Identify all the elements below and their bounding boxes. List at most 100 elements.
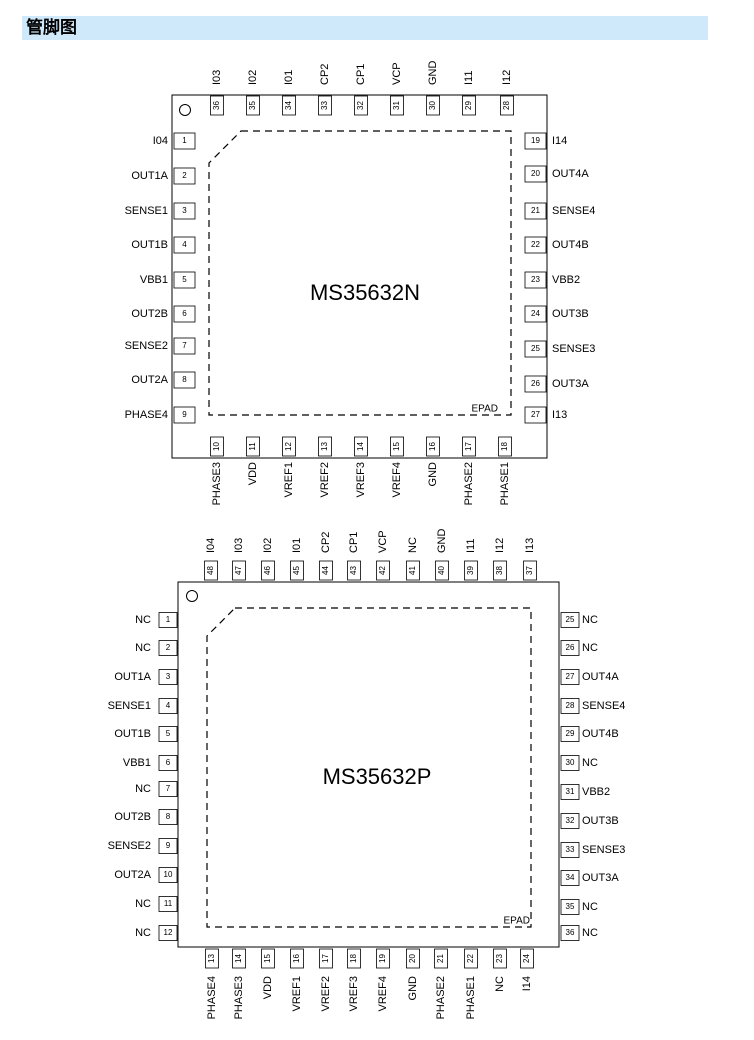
pin-name: VCP (391, 62, 403, 85)
pin-name: NC (135, 783, 151, 795)
pin-name: I02 (262, 538, 274, 553)
epad-label: EPAD (472, 404, 499, 415)
pin-name: VREF1 (283, 462, 295, 497)
pin-name: PHASE1 (499, 462, 511, 505)
pin-box (435, 560, 449, 581)
pin-number: 12 (284, 442, 293, 451)
pin-box (290, 948, 304, 969)
pin-number: 19 (378, 954, 387, 963)
pin-name: PHASE4 (206, 976, 218, 1019)
pin-box (493, 560, 507, 581)
pin-box (560, 925, 580, 941)
pin-number: 14 (356, 442, 365, 451)
pin-number: 24 (531, 309, 540, 318)
pin-number: 45 (292, 566, 301, 575)
pin-number: 28 (502, 101, 511, 110)
pin-name: CP1 (355, 64, 367, 85)
pin-box (560, 813, 580, 829)
pin-number: 17 (464, 442, 473, 451)
pin-number: 22 (466, 954, 475, 963)
pin-name: GND (427, 462, 439, 487)
pin-box (524, 202, 547, 220)
pin-name: VREF4 (391, 462, 403, 497)
pin-box (173, 132, 196, 150)
pin-name: NC (582, 927, 598, 939)
pin-box (524, 271, 547, 289)
pin-box (406, 948, 420, 969)
pin-box (560, 726, 580, 742)
pin-box (246, 436, 260, 457)
pin-name: OUT3B (582, 815, 619, 827)
pin-box (158, 925, 178, 941)
pin-34: 34 OUT3A (560, 870, 619, 886)
pin-number: 9 (182, 410, 187, 419)
pin-number: 29 (566, 729, 575, 738)
pin-name: NC (135, 642, 151, 654)
pin-number: 46 (263, 566, 272, 575)
pin-box (158, 781, 178, 797)
pin-number: 18 (500, 442, 509, 451)
pin-box (560, 899, 580, 915)
pin-name: OUT1A (114, 671, 151, 683)
pin-name: NC (135, 927, 151, 939)
pin-name: OUT3A (582, 872, 619, 884)
pin-name: OUT2B (131, 308, 168, 320)
chip-name: MS35632N (310, 280, 420, 305)
pin-box (347, 948, 361, 969)
pin-name: SENSE1 (125, 205, 168, 217)
pin-box (464, 560, 478, 581)
pin-number: 34 (566, 873, 575, 882)
pin-number: 26 (566, 643, 575, 652)
pin-number: 1 (182, 136, 187, 145)
pin-name: I03 (211, 70, 223, 85)
pin-box (560, 698, 580, 714)
pin-name: I12 (501, 70, 513, 85)
pin-name: OUT4B (552, 239, 589, 251)
pin-box (319, 560, 333, 581)
pin-box (524, 375, 547, 393)
pin-box (560, 755, 580, 771)
pin-name: VREF2 (320, 976, 332, 1011)
pin-number: 11 (248, 442, 257, 451)
pin-box (354, 95, 368, 116)
pin-box (173, 371, 196, 389)
pin-number: 15 (392, 442, 401, 451)
pin-name: OUT4A (552, 168, 589, 180)
pin-box (261, 560, 275, 581)
pin-number: 10 (164, 870, 173, 879)
pin-box (560, 870, 580, 886)
pin-box (354, 436, 368, 457)
pin-number: 41 (408, 566, 417, 575)
pin-name: VREF1 (291, 976, 303, 1011)
pin-number: 27 (531, 410, 540, 419)
pin-number: 22 (531, 240, 540, 249)
pin-number: 31 (566, 787, 575, 796)
pin-number: 13 (207, 954, 216, 963)
pin-number: 42 (378, 566, 387, 575)
pin-name: GND (407, 976, 419, 1001)
pin-number: 14 (234, 954, 243, 963)
pin-name: VREF3 (355, 462, 367, 497)
pin-name: I11 (465, 539, 477, 553)
pin-number: 4 (166, 701, 171, 710)
chip-package-ms35632n: MS35632NEPAD36I0335I0234I0133CP232CP131V… (125, 61, 596, 506)
pin-number: 33 (566, 845, 575, 854)
pin-number: 21 (436, 954, 445, 963)
pin-number: 7 (166, 784, 171, 793)
